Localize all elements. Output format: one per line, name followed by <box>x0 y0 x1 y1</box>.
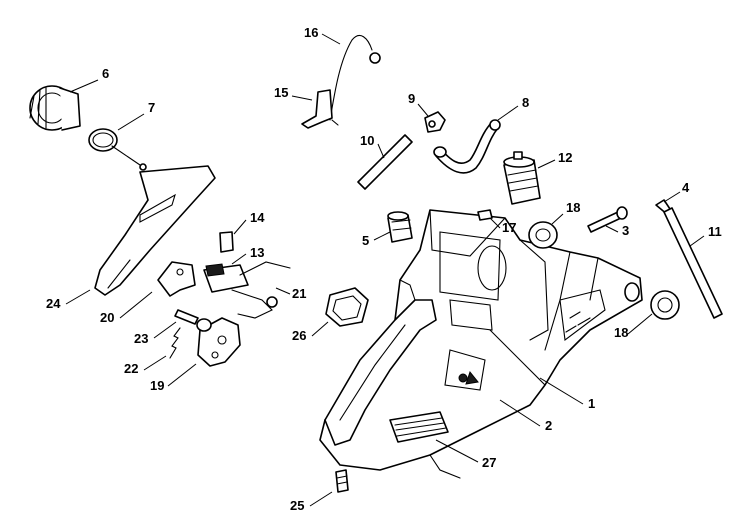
switch-part <box>203 261 291 293</box>
leader-line-13 <box>231 253 247 265</box>
callout-label-8: 8 <box>522 95 529 110</box>
leader-line-26 <box>311 321 329 337</box>
callout-label-27: 27 <box>482 455 496 470</box>
callout-label-7: 7 <box>148 100 155 115</box>
leader-line-23 <box>153 321 177 339</box>
callout-label-11: 11 <box>708 224 722 239</box>
callout-label-17: 17 <box>502 220 516 235</box>
callout-label-22: 22 <box>124 361 138 376</box>
trigger-part <box>157 261 196 297</box>
callout-label-18b: 18 <box>614 325 628 340</box>
callout-label-15: 15 <box>274 85 288 100</box>
leader-line-17 <box>489 217 501 229</box>
leader-line-20 <box>119 291 153 319</box>
callout-label-4: 4 <box>682 180 690 195</box>
leader-line-3 <box>605 225 619 233</box>
leader-line-12 <box>537 159 556 169</box>
bolt-part <box>335 469 349 493</box>
callout-label-12: 12 <box>558 150 572 165</box>
plate-part <box>219 231 234 253</box>
callout-label-3: 3 <box>622 223 629 238</box>
callout-label-2: 2 <box>545 418 552 433</box>
leader-line-10 <box>377 143 385 159</box>
rod-part <box>655 199 723 319</box>
leader-line-15 <box>291 95 313 101</box>
callout-label-1: 1 <box>588 396 595 411</box>
leader-line-9 <box>417 103 429 117</box>
elbow-fitting-part <box>424 111 446 133</box>
callout-label-25: 25 <box>290 498 304 513</box>
leader-line-16 <box>321 33 341 45</box>
tube-part <box>357 134 413 190</box>
clip-part <box>477 209 493 221</box>
cable-part <box>329 35 381 126</box>
leader-line-24 <box>65 289 91 305</box>
bracket-part <box>301 89 333 129</box>
leader-line-14 <box>233 219 247 235</box>
callout-label-19: 19 <box>150 378 164 393</box>
grommet-part-upper <box>528 221 558 249</box>
callout-label-5: 5 <box>362 233 369 248</box>
leader-line-4 <box>663 191 681 203</box>
leader-line-6 <box>69 79 99 93</box>
leader-line-19 <box>167 363 197 387</box>
filter-cap-part <box>29 85 81 131</box>
callout-label-10: 10 <box>360 133 374 148</box>
leader-line-18a <box>551 213 564 225</box>
spring-part <box>169 327 181 359</box>
leader-line-8 <box>497 105 519 121</box>
leader-line-21 <box>275 287 291 295</box>
leader-line-7 <box>117 113 145 131</box>
callout-label-6: 6 <box>102 66 109 81</box>
leader-line-2 <box>499 399 541 427</box>
o-ring-part <box>88 128 147 171</box>
callout-label-14: 14 <box>250 210 265 225</box>
wire-part <box>231 289 278 319</box>
leader-line-11 <box>689 235 705 247</box>
lever-part <box>196 317 241 367</box>
leader-line-1 <box>539 377 584 405</box>
callout-label-20: 20 <box>100 310 114 325</box>
screw-part <box>587 206 628 233</box>
leader-line-22 <box>143 355 167 371</box>
leader-line-5 <box>373 231 391 241</box>
cap-part <box>387 211 413 243</box>
callout-label-24: 24 <box>46 296 61 311</box>
callout-label-16: 16 <box>304 25 318 40</box>
callout-label-21: 21 <box>292 286 306 301</box>
grommet-part-lower <box>650 290 680 320</box>
leader-lines <box>65 33 705 507</box>
housing-part <box>319 209 643 479</box>
callout-label-26: 26 <box>292 328 306 343</box>
fuel-filter-part <box>503 151 541 205</box>
pin-part <box>174 309 199 325</box>
floor-plate-part <box>389 411 449 443</box>
handle-cover-part <box>94 165 216 296</box>
gasket-part <box>325 287 369 327</box>
callout-label-23: 23 <box>134 331 148 346</box>
callout-label-18a: 18 <box>566 200 580 215</box>
callout-label-9: 9 <box>408 91 415 106</box>
leader-line-18b <box>627 313 653 335</box>
leader-line-27 <box>435 439 479 463</box>
fuel-hose-part <box>433 119 501 174</box>
handle-part <box>324 279 437 446</box>
leader-line-25 <box>309 491 333 507</box>
callout-label-13: 13 <box>250 245 264 260</box>
